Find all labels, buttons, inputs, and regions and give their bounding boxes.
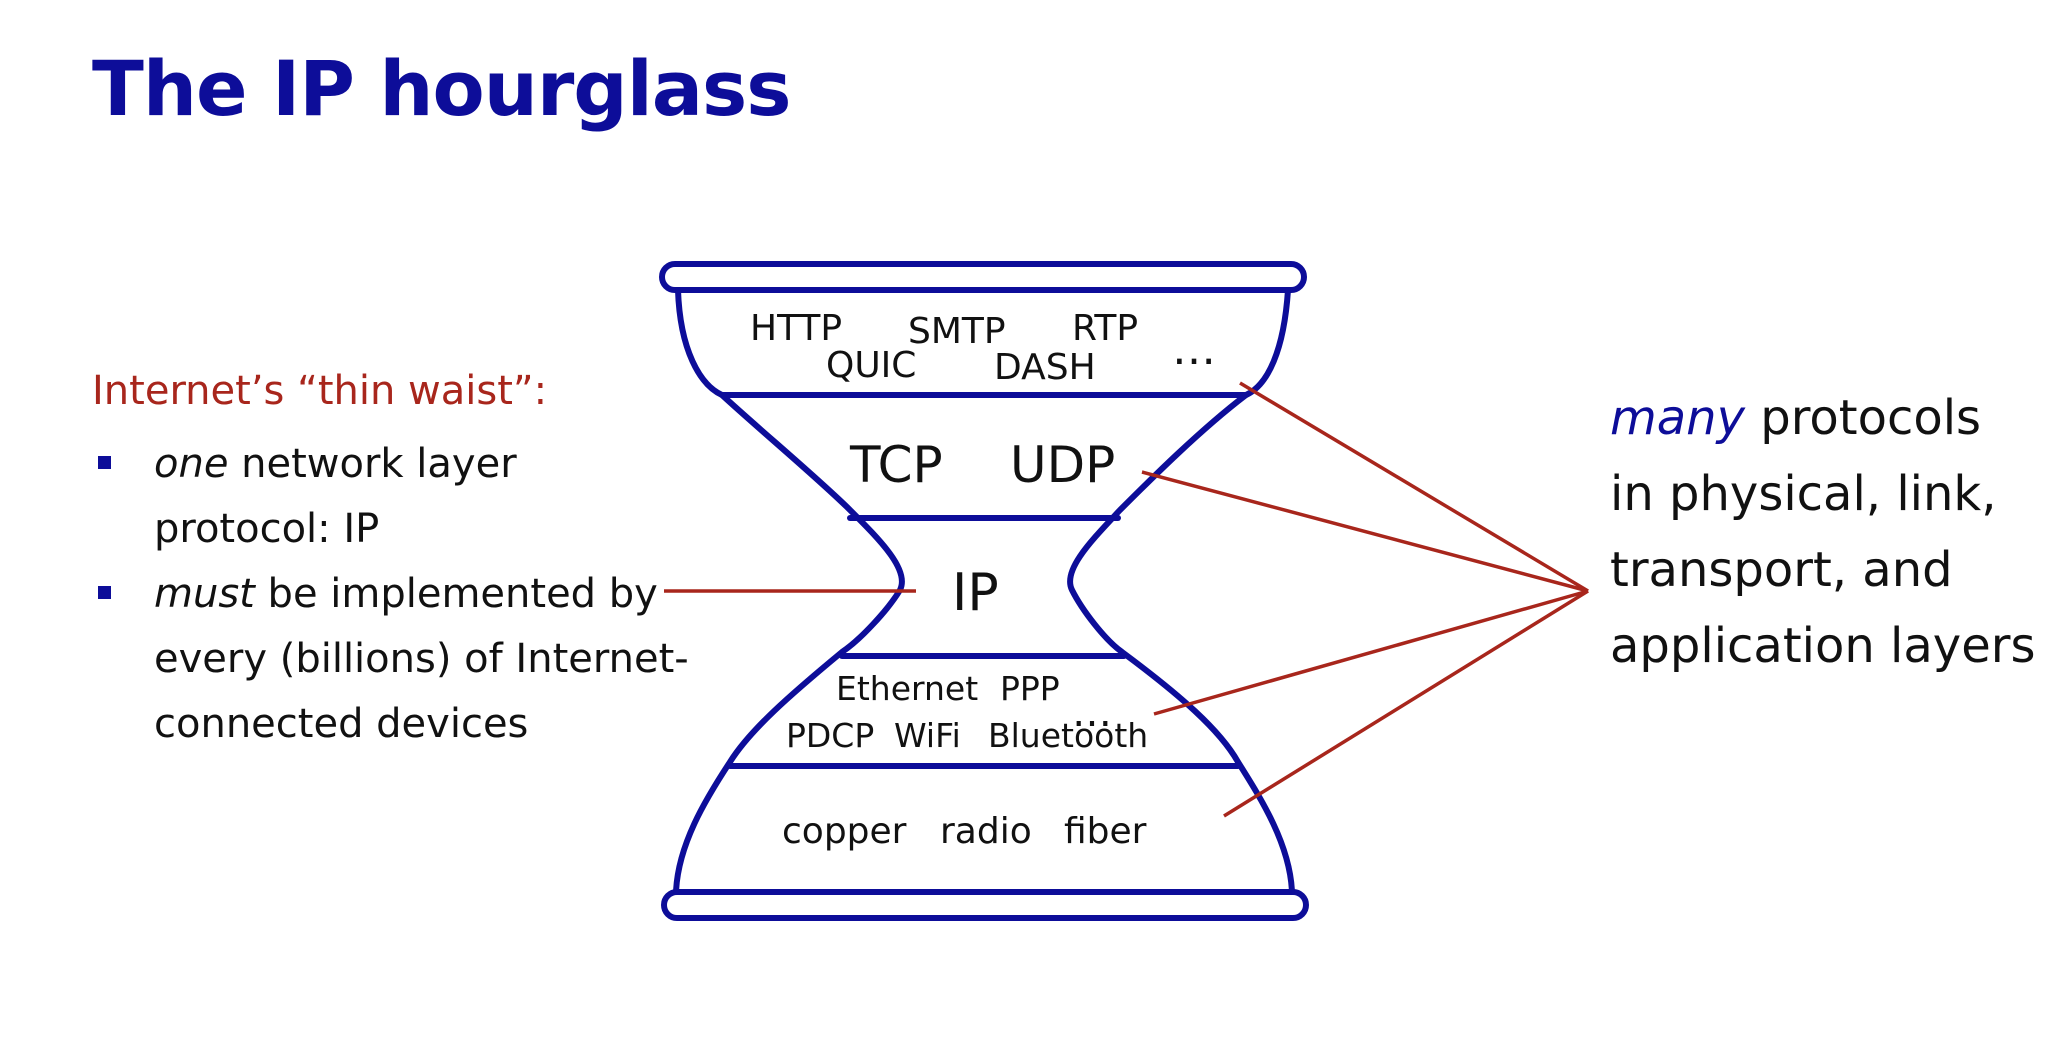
label-smtp: SMTP bbox=[908, 311, 1006, 352]
label-copper: copper bbox=[782, 811, 907, 852]
bullet-must-implement: must be implemented by every (billions) … bbox=[92, 562, 692, 757]
label-bluetooth: Bluetooth bbox=[988, 716, 1148, 755]
label-http: HTTP bbox=[750, 308, 842, 349]
bullet-emphasis: one bbox=[154, 441, 229, 487]
pointer-line-application bbox=[1239, 381, 1589, 593]
label-pdcp: PDCP bbox=[786, 716, 874, 755]
pointer-line-transport bbox=[1141, 470, 1589, 593]
label-radio: radio bbox=[940, 811, 1032, 852]
bullet-text: network layer protocol: IP bbox=[154, 441, 517, 552]
page-title: The IP hourglass bbox=[92, 44, 792, 133]
hourglass-top-rim bbox=[659, 261, 1307, 293]
label-ppp: PPP bbox=[1000, 669, 1060, 708]
label-rtp: RTP bbox=[1072, 308, 1138, 349]
pointer-line-link bbox=[1153, 589, 1589, 716]
hourglass-bottom-rim bbox=[661, 889, 1309, 921]
label-wifi: WiFi bbox=[894, 716, 961, 755]
label-application-more: … bbox=[1172, 324, 1216, 375]
label-dash: DASH bbox=[994, 347, 1096, 388]
note-text: protocols in physical, link, transport, … bbox=[1610, 390, 2036, 674]
square-bullet-icon bbox=[98, 456, 111, 469]
bullet-emphasis: must bbox=[154, 571, 255, 617]
label-link-more: … bbox=[1072, 690, 1112, 736]
waist-bullet-list: one network layer protocol: IP must be i… bbox=[92, 432, 692, 757]
square-bullet-icon bbox=[98, 586, 111, 599]
hourglass-right-side bbox=[1067, 287, 1295, 895]
label-tcp: TCP bbox=[849, 436, 943, 494]
bullet-one-protocol: one network layer protocol: IP bbox=[92, 432, 692, 562]
thin-waist-heading: Internet’s “thin waist”: bbox=[92, 368, 548, 414]
label-ethernet: Ethernet bbox=[836, 669, 978, 708]
label-udp: UDP bbox=[1010, 436, 1115, 494]
pointer-line-physical bbox=[1223, 589, 1589, 818]
bullet-text: be implemented by every (billions) of In… bbox=[154, 571, 689, 747]
note-emphasis: many bbox=[1610, 390, 1745, 446]
many-protocols-note: many protocols in physical, link, transp… bbox=[1610, 380, 2040, 684]
label-ip: IP bbox=[952, 563, 999, 623]
label-quic: QUIC bbox=[826, 345, 916, 386]
label-fiber: fiber bbox=[1064, 811, 1147, 852]
